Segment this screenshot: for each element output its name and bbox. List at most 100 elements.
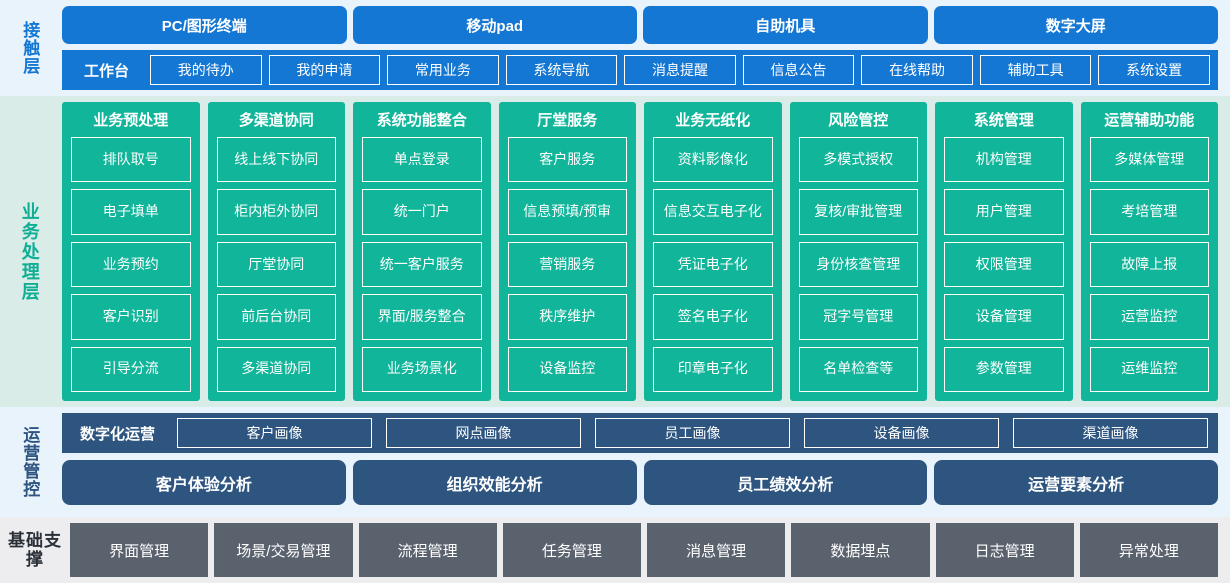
foundation-layer-label: 基础支撑 <box>8 530 62 569</box>
foundation-item-message-management[interactable]: 消息管理 <box>647 523 786 577</box>
business-item-list: 资料影像化 信息交互电子化 凭证电子化 签名电子化 印章电子化 <box>653 137 773 393</box>
business-item[interactable]: 客户识别 <box>71 294 191 340</box>
analysis-card-row: 客户体验分析 组织效能分析 员工绩效分析 运营要素分析 <box>62 460 1218 505</box>
workbench-item-message-alert[interactable]: 消息提醒 <box>624 55 736 85</box>
business-item[interactable]: 机构管理 <box>944 137 1064 183</box>
business-item[interactable]: 多媒体管理 <box>1089 137 1209 183</box>
portrait-item-branch[interactable]: 网点画像 <box>386 418 582 448</box>
channel-card-mobile-pad[interactable]: 移动pad <box>352 6 637 44</box>
channel-card-digital-screen[interactable]: 数字大屏 <box>933 6 1218 44</box>
business-item[interactable]: 业务预约 <box>71 241 191 288</box>
business-item[interactable]: 资料影像化 <box>653 137 773 183</box>
workbench-item-my-todo[interactable]: 我的待办 <box>150 55 262 85</box>
business-column-preprocess: 业务预处理 排队取号 电子填单 业务预约 客户识别 引导分流 <box>62 102 200 401</box>
business-column-title: 运营辅助功能 <box>1104 112 1195 129</box>
business-item[interactable]: 运维监控 <box>1089 346 1209 393</box>
business-item[interactable]: 客户服务 <box>507 137 627 183</box>
business-item[interactable]: 线上线下协同 <box>216 137 336 183</box>
business-item[interactable]: 前后台协同 <box>216 294 336 340</box>
foundation-item-row: 界面管理 场景/交易管理 流程管理 任务管理 消息管理 数据埋点 日志管理 异常… <box>70 523 1218 577</box>
business-item-list: 机构管理 用户管理 权限管理 设备管理 参数管理 <box>944 137 1064 393</box>
foundation-item-task-management[interactable]: 任务管理 <box>502 523 641 577</box>
business-item[interactable]: 印章电子化 <box>653 346 773 393</box>
channel-card-self-service[interactable]: 自助机具 <box>643 6 928 44</box>
touch-layer-band: 接触层 PC/图形终端 移动pad 自助机具 数字大屏 工作台 我的待办 我的申… <box>0 0 1230 96</box>
operations-layer-band: 运营管控 数字化运营 客户画像 网点画像 员工画像 设备画像 渠道画像 客户体验… <box>0 407 1230 517</box>
business-item[interactable]: 多模式授权 <box>798 137 918 183</box>
workbench-item-system-nav[interactable]: 系统导航 <box>505 55 618 85</box>
foundation-item-scenario-transaction[interactable]: 场景/交易管理 <box>214 523 353 577</box>
business-item[interactable]: 身份核查管理 <box>798 241 918 288</box>
workbench-item-system-settings[interactable]: 系统设置 <box>1098 55 1210 85</box>
business-item[interactable]: 多渠道协同 <box>216 346 336 393</box>
portrait-item-channel[interactable]: 渠道画像 <box>1013 418 1209 448</box>
business-item[interactable]: 参数管理 <box>944 346 1064 393</box>
channel-card-pc[interactable]: PC/图形终端 <box>62 6 347 44</box>
business-item[interactable]: 业务场景化 <box>362 346 482 393</box>
business-item[interactable]: 单点登录 <box>362 137 482 183</box>
business-column-title: 系统管理 <box>973 112 1034 129</box>
business-item[interactable]: 考培管理 <box>1089 189 1209 235</box>
business-column-title: 系统功能整合 <box>376 112 467 129</box>
foundation-item-log-management[interactable]: 日志管理 <box>935 523 1074 577</box>
business-item[interactable]: 排队取号 <box>71 137 191 183</box>
business-item[interactable]: 签名电子化 <box>653 294 773 340</box>
foundation-item-exception-handling[interactable]: 异常处理 <box>1079 523 1218 577</box>
business-column-paperless: 业务无纸化 资料影像化 信息交互电子化 凭证电子化 签名电子化 印章电子化 <box>644 102 782 401</box>
business-column-system-integration: 系统功能整合 单点登录 统一门户 统一客户服务 界面/服务整合 业务场景化 <box>353 102 491 401</box>
business-item[interactable]: 电子填单 <box>71 189 191 235</box>
business-item[interactable]: 故障上报 <box>1089 241 1209 288</box>
business-item-list: 线上线下协同 柜内柜外协同 厅堂协同 前后台协同 多渠道协同 <box>216 137 336 393</box>
business-column-system-management: 系统管理 机构管理 用户管理 权限管理 设备管理 参数管理 <box>935 102 1073 401</box>
portrait-item-customer[interactable]: 客户画像 <box>177 418 373 448</box>
business-item[interactable]: 权限管理 <box>944 241 1064 288</box>
analysis-card-employee-performance[interactable]: 员工绩效分析 <box>643 460 928 505</box>
business-item[interactable]: 界面/服务整合 <box>362 294 482 340</box>
foundation-item-process-management[interactable]: 流程管理 <box>358 523 497 577</box>
analysis-card-operation-elements[interactable]: 运营要素分析 <box>934 460 1218 505</box>
operations-layer-label: 运营管控 <box>20 426 40 498</box>
workbench-item-my-application[interactable]: 我的申请 <box>268 55 381 85</box>
business-item-list: 多媒体管理 考培管理 故障上报 运营监控 运维监控 <box>1089 137 1209 393</box>
business-item[interactable]: 用户管理 <box>944 189 1064 235</box>
business-item[interactable]: 秩序维护 <box>507 294 627 340</box>
workbench-item-announcement[interactable]: 信息公告 <box>742 55 855 85</box>
analysis-card-org-efficiency[interactable]: 组织效能分析 <box>352 460 637 505</box>
touch-layer-label: 接触层 <box>20 21 40 75</box>
business-item-list: 排队取号 电子填单 业务预约 客户识别 引导分流 <box>71 137 191 393</box>
foundation-item-data-tracking[interactable]: 数据埋点 <box>791 523 930 577</box>
business-item[interactable]: 复核/审批管理 <box>798 189 918 235</box>
workbench-item-common-business[interactable]: 常用业务 <box>387 55 499 85</box>
business-item[interactable]: 冠字号管理 <box>798 294 918 340</box>
business-item[interactable]: 设备监控 <box>507 346 627 393</box>
portrait-item-device[interactable]: 设备画像 <box>804 418 1000 448</box>
business-item[interactable]: 统一门户 <box>362 189 482 235</box>
business-column-multichannel: 多渠道协同 线上线下协同 柜内柜外协同 厅堂协同 前后台协同 多渠道协同 <box>207 102 345 401</box>
business-item[interactable]: 信息交互电子化 <box>653 189 773 235</box>
business-column-lobby-service: 厅堂服务 客户服务 信息预填/预审 营销服务 秩序维护 设备监控 <box>498 102 636 401</box>
business-item[interactable]: 厅堂协同 <box>216 241 336 288</box>
business-item[interactable]: 凭证电子化 <box>653 241 773 288</box>
business-item[interactable]: 名单检查等 <box>798 346 918 393</box>
business-column-row: 业务预处理 排队取号 电子填单 业务预约 客户识别 引导分流 多渠道协同 线上线… <box>58 102 1230 401</box>
business-item[interactable]: 运营监控 <box>1089 294 1209 340</box>
touch-layer-body: PC/图形终端 移动pad 自助机具 数字大屏 工作台 我的待办 我的申请 常用… <box>58 6 1230 90</box>
foundation-item-ui-management[interactable]: 界面管理 <box>70 523 209 577</box>
foundation-layer-body: 界面管理 场景/交易管理 流程管理 任务管理 消息管理 数据埋点 日志管理 异常… <box>70 523 1230 577</box>
business-item[interactable]: 引导分流 <box>71 346 191 393</box>
portrait-item-employee[interactable]: 员工画像 <box>595 418 791 448</box>
business-layer-label: 业务处理层 <box>19 201 40 302</box>
workbench-item-online-help[interactable]: 在线帮助 <box>861 55 973 85</box>
analysis-card-customer-experience[interactable]: 客户体验分析 <box>62 460 346 505</box>
business-item[interactable]: 设备管理 <box>944 294 1064 340</box>
business-item[interactable]: 柜内柜外协同 <box>216 189 336 235</box>
business-item[interactable]: 信息预填/预审 <box>507 189 627 235</box>
touch-channel-row: PC/图形终端 移动pad 自助机具 数字大屏 <box>58 6 1230 44</box>
business-layer-band: 业务处理层 业务预处理 排队取号 电子填单 业务预约 客户识别 引导分流 多渠道… <box>0 96 1230 407</box>
business-item[interactable]: 营销服务 <box>507 241 627 288</box>
business-layer-body: 业务预处理 排队取号 电子填单 业务预约 客户识别 引导分流 多渠道协同 线上线… <box>58 102 1230 401</box>
business-column-title: 多渠道协同 <box>238 112 314 129</box>
business-item[interactable]: 统一客户服务 <box>362 241 482 288</box>
workbench-item-aux-tools[interactable]: 辅助工具 <box>979 55 1092 85</box>
